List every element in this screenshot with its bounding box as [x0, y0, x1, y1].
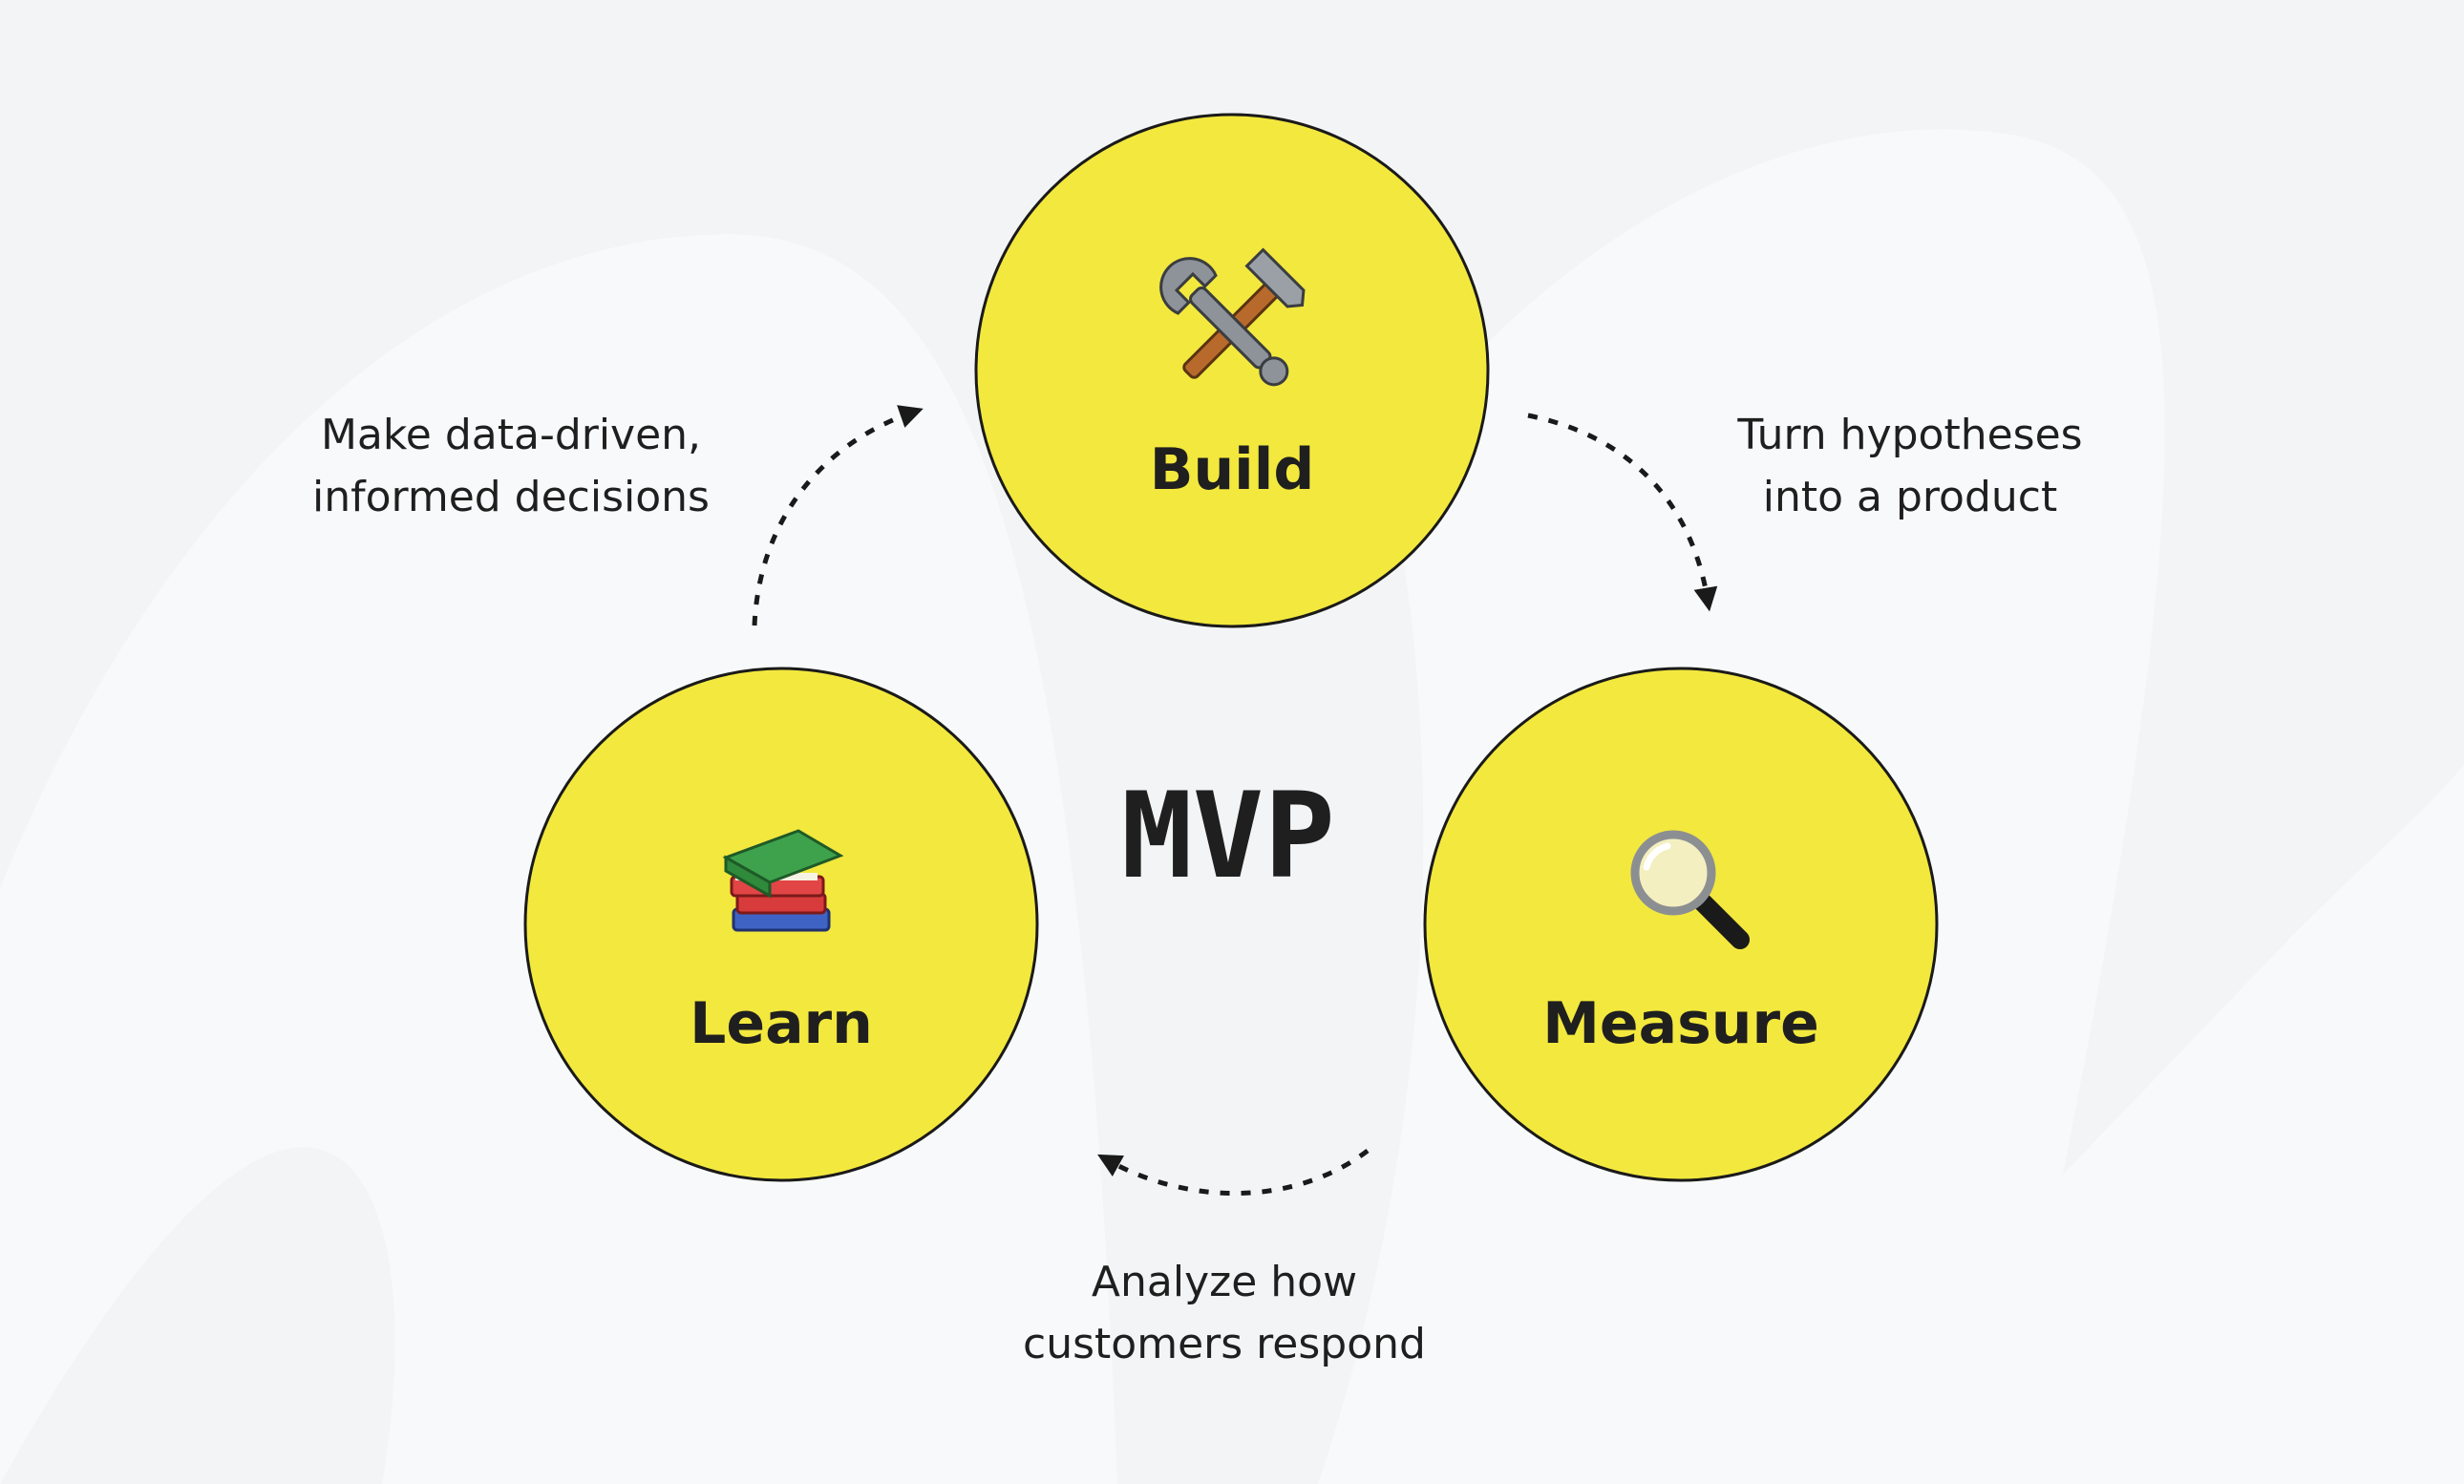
caption-learn-to-build: Make data-driven, informed decisions	[312, 411, 710, 521]
caption-measure-to-learn-line-2: customers respond	[1023, 1320, 1426, 1368]
measure-circle	[1423, 667, 1939, 1182]
magnifying-glass-icon	[1630, 830, 1750, 949]
build-circle	[974, 113, 1490, 628]
learn-label: Learn	[690, 990, 873, 1057]
caption-build-to-measure-line-1: Turn hypotheses	[1736, 411, 2082, 459]
caption-learn-to-build-line-1: Make data-driven,	[321, 411, 701, 459]
caption-build-to-measure: Turn hypotheses into a product	[1736, 411, 2082, 521]
books-icon	[722, 829, 844, 932]
caption-measure-to-learn-line-1: Analyze how	[1092, 1258, 1357, 1306]
caption-measure-to-learn: Analyze how customers respond	[1023, 1258, 1426, 1368]
center-label: MVP	[1121, 768, 1335, 905]
build-label: Build	[1150, 436, 1315, 503]
caption-learn-to-build-line-2: informed decisions	[312, 473, 710, 521]
arrow-build-to-measure	[1527, 413, 1718, 612]
arrow-measure-to-learn	[1097, 1149, 1370, 1197]
caption-build-to-measure-line-2: into a product	[1763, 473, 2057, 521]
hammer-and-wrench-icon	[1159, 247, 1306, 387]
measure-label: Measure	[1542, 990, 1819, 1057]
